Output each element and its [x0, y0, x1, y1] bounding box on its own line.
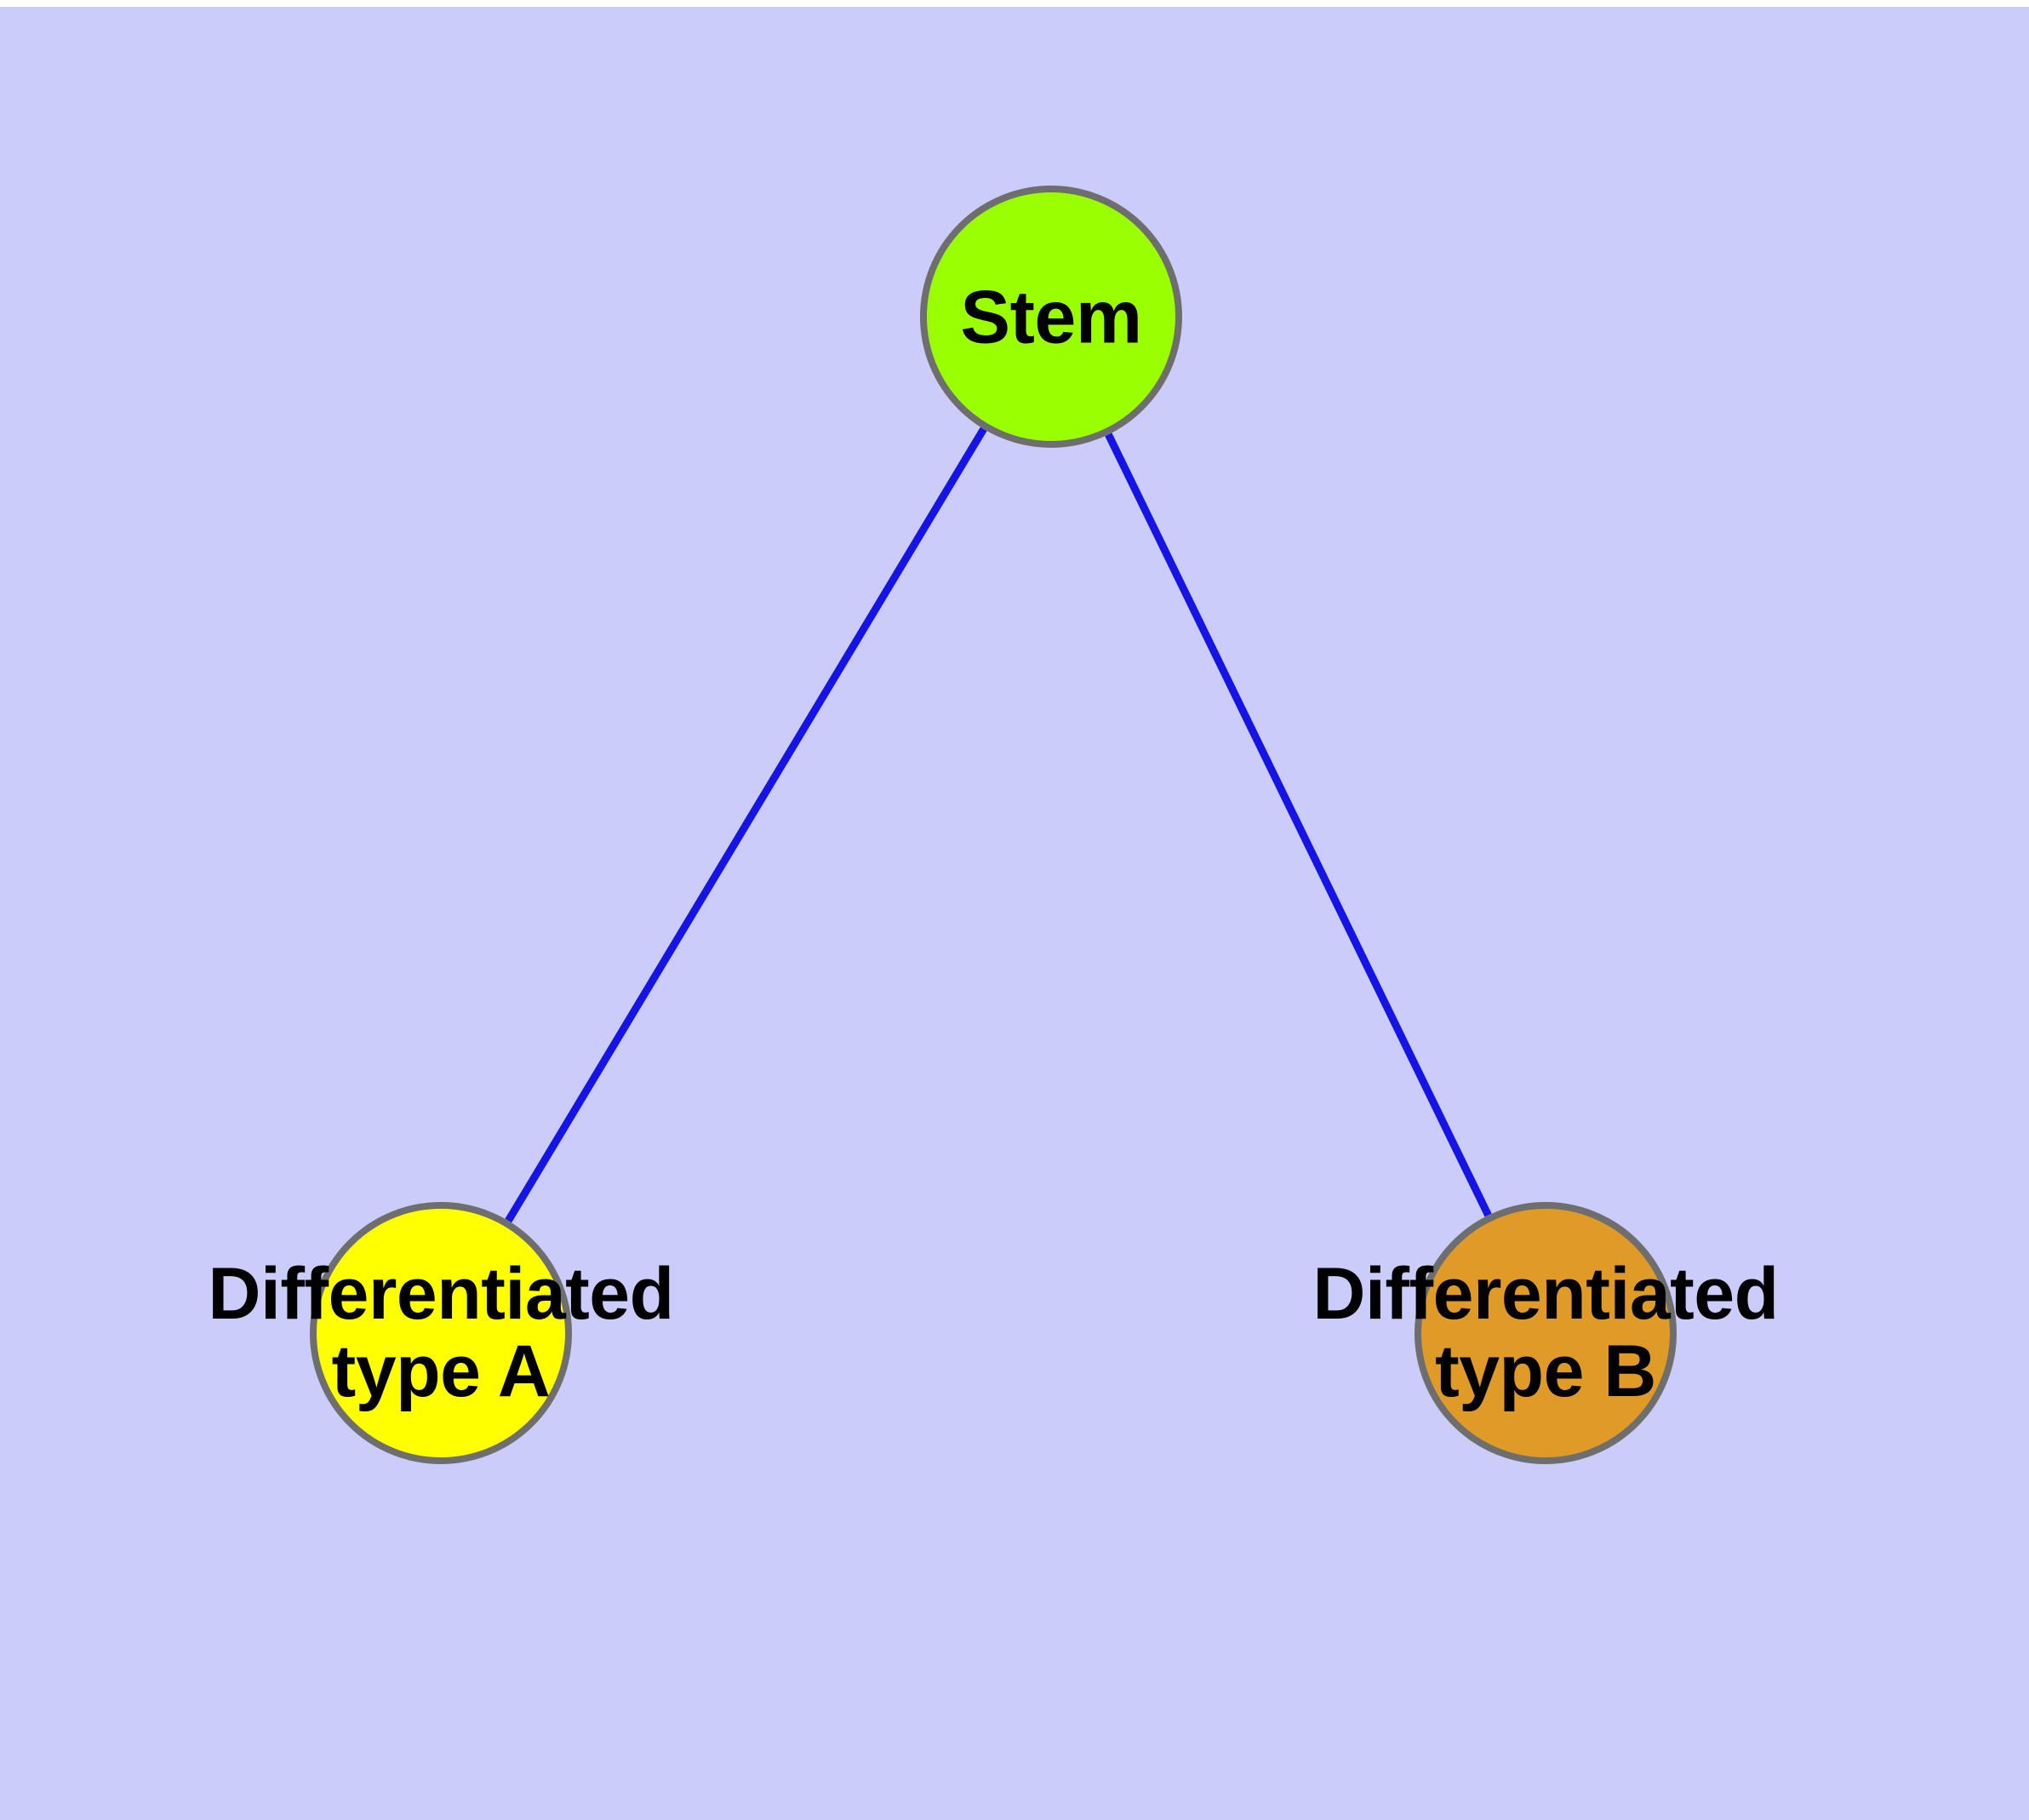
node-differentiated-type-a[interactable] — [310, 1202, 572, 1464]
edge-layer — [505, 426, 1492, 1223]
edge-stem-to-differentiated-type-a[interactable] — [505, 426, 987, 1223]
node-stem[interactable] — [920, 186, 1182, 448]
edge-stem-to-differentiated-type-b[interactable] — [1105, 432, 1492, 1217]
node-differentiated-type-b[interactable] — [1415, 1202, 1677, 1464]
node-layer — [310, 186, 1677, 1464]
